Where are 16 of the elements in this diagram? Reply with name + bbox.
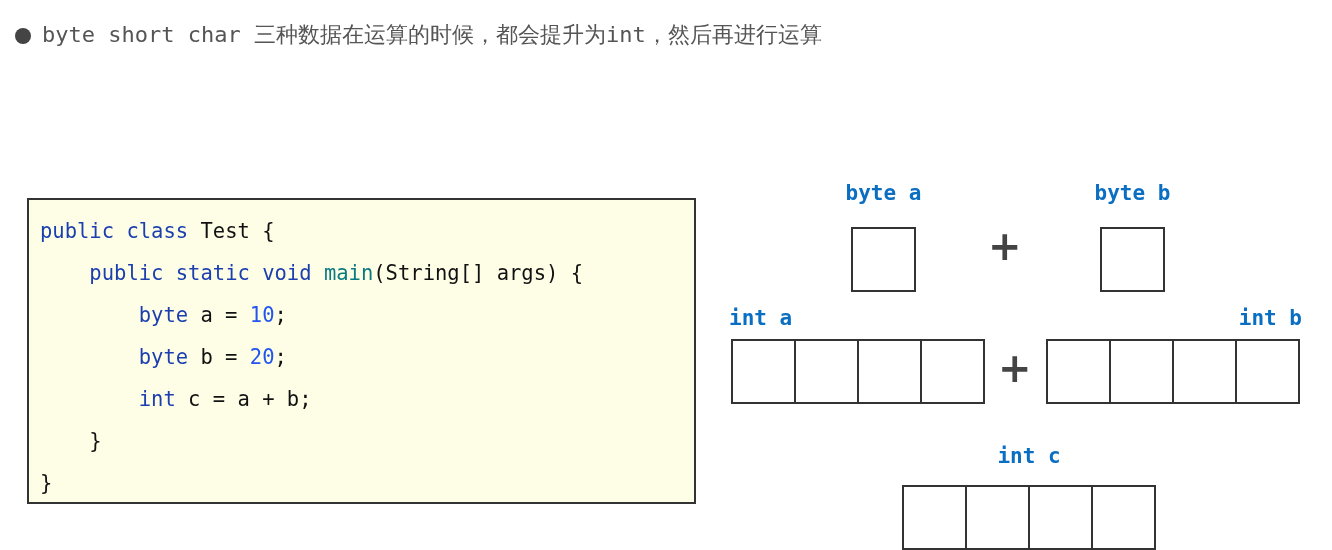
code-line: } bbox=[89, 428, 102, 454]
code-line: byte a = 10; bbox=[138, 302, 287, 328]
variable-label: int c bbox=[997, 443, 1061, 469]
plus-sign: + bbox=[998, 348, 1032, 388]
heading: byte short char 三种数据在运算的时候，都会提升为int，然后再进行运算 bbox=[42, 21, 822, 49]
plus-sign: + bbox=[988, 226, 1022, 266]
variable-label: int a bbox=[729, 305, 793, 331]
code-line: public static void main(String[] args) { bbox=[89, 260, 584, 286]
code-line: } bbox=[40, 470, 53, 496]
code-line: byte b = 20; bbox=[138, 344, 287, 370]
variable-label: int b bbox=[1238, 305, 1302, 331]
code-line: public class Test { bbox=[40, 218, 275, 244]
code-line: int c = a + b; bbox=[138, 386, 312, 412]
variable-label: byte b bbox=[1094, 180, 1171, 206]
variable-label: byte a bbox=[845, 180, 922, 206]
code-panel bbox=[27, 198, 696, 504]
